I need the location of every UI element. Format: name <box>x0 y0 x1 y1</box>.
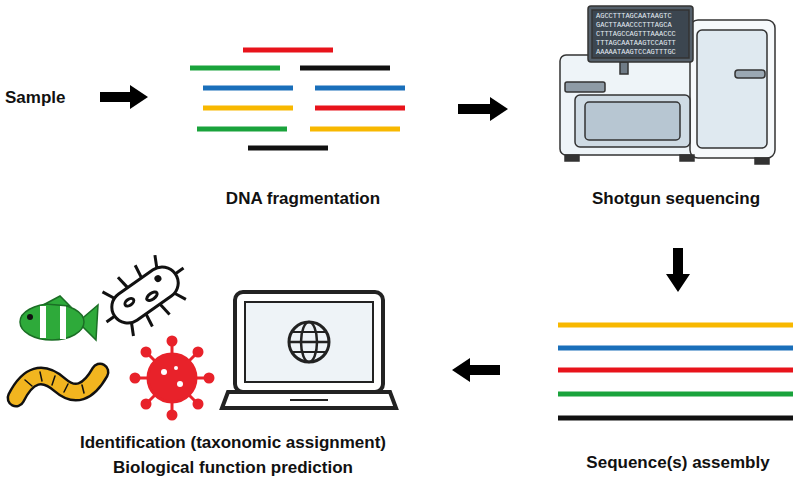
stage-label: Biological function prediction <box>33 457 433 478</box>
screen-sequence-text: GACTTAAACCCTTTAGCA <box>596 21 672 30</box>
virus-icon <box>131 337 213 419</box>
screen-sequence-text: AAAAATAAGTCCAGTTTGC <box>596 48 676 57</box>
stage-label: Identification (taxonomic assignment) <box>33 432 433 453</box>
screen-sequence-text: AGCCTTTAGCAATAAGTC <box>596 12 672 21</box>
fish-icon <box>20 296 98 340</box>
stage-node: Identification (taxonomic assignment) Bio… <box>0 240 452 504</box>
laptop-icon <box>222 292 396 408</box>
stage-label: DNA fragmentation <box>148 188 458 209</box>
screen-sequence-text: CTTTAGCCAGTTTAAACCC <box>596 30 676 39</box>
assembled-sequences <box>558 325 793 418</box>
stage-node: DNA fragmentation <box>148 30 458 220</box>
stage-label: Shotgun sequencing <box>576 188 776 209</box>
flow-arrow <box>458 97 508 121</box>
stage-label: Sample <box>5 87 95 108</box>
flow-arrow <box>100 85 148 109</box>
dna-fragments <box>190 50 405 148</box>
flow-arrow <box>452 358 500 382</box>
bacterium-icon <box>89 243 200 346</box>
stage-label: Sequence(s) assembly <box>578 452 778 473</box>
screen-sequence-text: TTTAGCAATAAGTCCAGTT <box>596 39 676 48</box>
worm-icon <box>16 372 100 398</box>
flow-arrow <box>666 248 690 292</box>
sequencer-machine <box>560 6 775 164</box>
stage-node: Sample <box>0 84 100 112</box>
stage-node: Sequence(s) assembly <box>500 292 800 492</box>
